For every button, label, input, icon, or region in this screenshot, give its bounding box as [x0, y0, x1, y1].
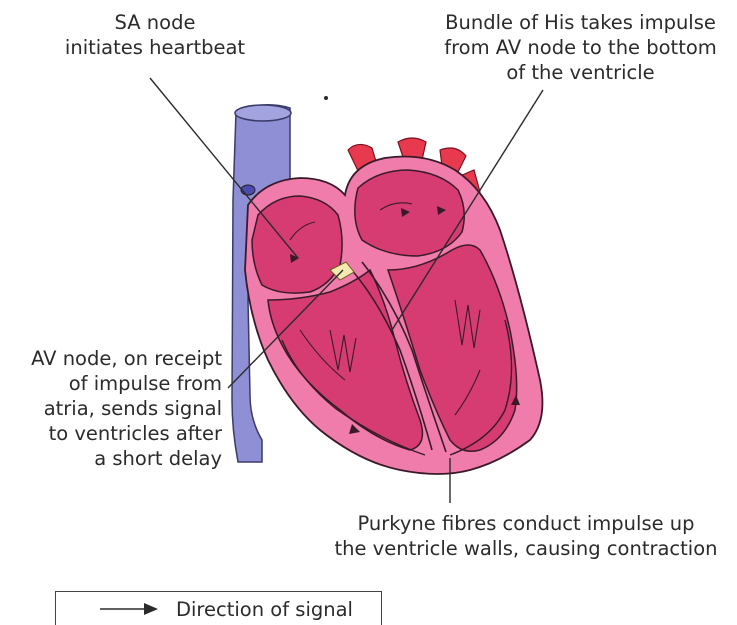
sa-node-label-line2: initiates heartbeat — [40, 35, 270, 60]
purkyne-label-line2: the ventricle walls, causing contraction — [315, 536, 737, 561]
av-label-line2: of impulse from — [0, 371, 222, 396]
his-label-line3: of the ventricle — [428, 60, 733, 85]
sa-node — [241, 185, 255, 195]
bundle-of-his-label: Bundle of His takes impulse from AV node… — [428, 10, 733, 85]
av-label-line1: AV node, on receipt — [0, 346, 222, 371]
purkyne-label-line1: Purkyne fibres conduct impulse up — [315, 511, 737, 536]
av-label-line5: a short delay — [0, 446, 222, 471]
left-atrium — [355, 170, 464, 256]
sa-node-label: SA node initiates heartbeat — [40, 10, 270, 60]
purkyne-fibres-label: Purkyne fibres conduct impulse up the ve… — [315, 511, 737, 561]
his-label-line2: from AV node to the bottom — [428, 35, 733, 60]
his-label-line1: Bundle of His takes impulse — [428, 10, 733, 35]
right-atrium — [252, 196, 342, 293]
av-label-line3: atria, sends signal — [0, 396, 222, 421]
sa-node-label-line1: SA node — [40, 10, 270, 35]
av-node-label: AV node, on receipt of impulse from atri… — [0, 346, 222, 471]
legend-label: Direction of signal — [176, 597, 353, 622]
av-label-line4: to ventricles after — [0, 421, 222, 446]
